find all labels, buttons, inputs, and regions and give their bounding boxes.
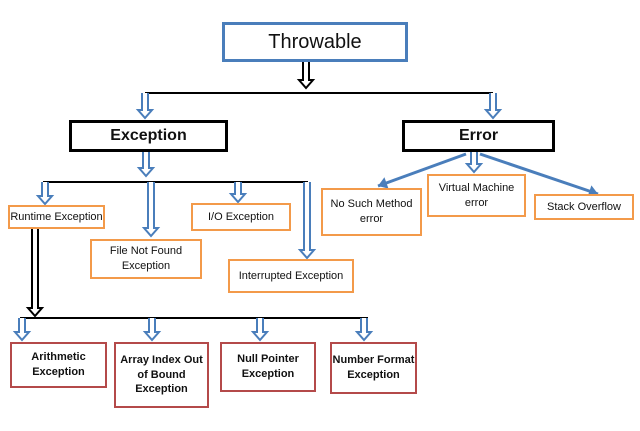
node-number-format-exception-label: Number Format Exception: [332, 354, 415, 381]
arrow-exception-down: [136, 152, 156, 178]
arrow-to-io-exception: [228, 182, 248, 204]
arrow-to-array-index: [142, 318, 162, 342]
node-exception-label: Exception: [110, 127, 187, 145]
arrow-throwable-down: [296, 62, 316, 90]
arrow-to-arithmetic: [12, 318, 32, 342]
arrow-to-runtime-exception: [35, 182, 55, 206]
node-runtime-exception-label: Runtime Exception: [10, 210, 103, 223]
node-array-index-out-of-bound-exception: Array Index Out of Bound Exception: [114, 342, 209, 408]
node-virtual-machine-error: Virtual Machine error: [427, 174, 526, 217]
node-stack-overflow-label: Stack Overflow: [547, 200, 621, 213]
arrow-to-error: [483, 93, 503, 120]
arrow-to-file-not-found: [141, 182, 161, 238]
arrow-to-stack-overflow: [479, 152, 599, 197]
node-stack-overflow: Stack Overflow: [534, 194, 634, 220]
node-error-label: Error: [458, 127, 499, 145]
arrow-to-number-format: [354, 318, 374, 342]
node-virtual-machine-error-label: Virtual Machine error: [438, 181, 515, 209]
node-interrupted-exception: Interrupted Exception: [228, 259, 354, 293]
node-error: Error: [402, 120, 555, 152]
node-null-pointer-exception-label: Null Pointer Exception: [237, 353, 299, 380]
node-file-not-found-exception-label: File Not Found Exception: [109, 245, 183, 272]
node-io-exception-label: I/O Exception: [207, 210, 275, 223]
node-throwable: Throwable: [222, 22, 408, 62]
node-throwable-label: Throwable: [268, 30, 362, 53]
node-exception: Exception: [69, 120, 228, 152]
node-runtime-exception: Runtime Exception: [8, 205, 105, 229]
arrow-to-exception: [135, 93, 155, 120]
arrow-to-null-pointer: [250, 318, 270, 342]
node-no-such-method-error: No Such Method error: [321, 188, 422, 236]
arrow-to-virtual-machine: [464, 152, 484, 174]
node-arithmetic-exception-label: Arithmetic Exception: [31, 351, 86, 378]
node-file-not-found-exception: File Not Found Exception: [90, 239, 202, 279]
node-interrupted-exception-label: Interrupted Exception: [238, 269, 344, 282]
node-array-index-out-of-bound-exception-label: Array Index Out of Bound Exception: [120, 353, 203, 396]
arrow-to-interrupted-exception: [297, 182, 317, 260]
arrow-to-no-such-method: [377, 152, 467, 189]
node-no-such-method-error-label: No Such Method error: [330, 198, 413, 225]
arrow-runtime-down: [25, 229, 45, 318]
node-number-format-exception: Number Format Exception: [330, 342, 417, 394]
node-io-exception: I/O Exception: [191, 203, 291, 231]
node-arithmetic-exception: Arithmetic Exception: [10, 342, 107, 388]
node-null-pointer-exception: Null Pointer Exception: [220, 342, 316, 392]
